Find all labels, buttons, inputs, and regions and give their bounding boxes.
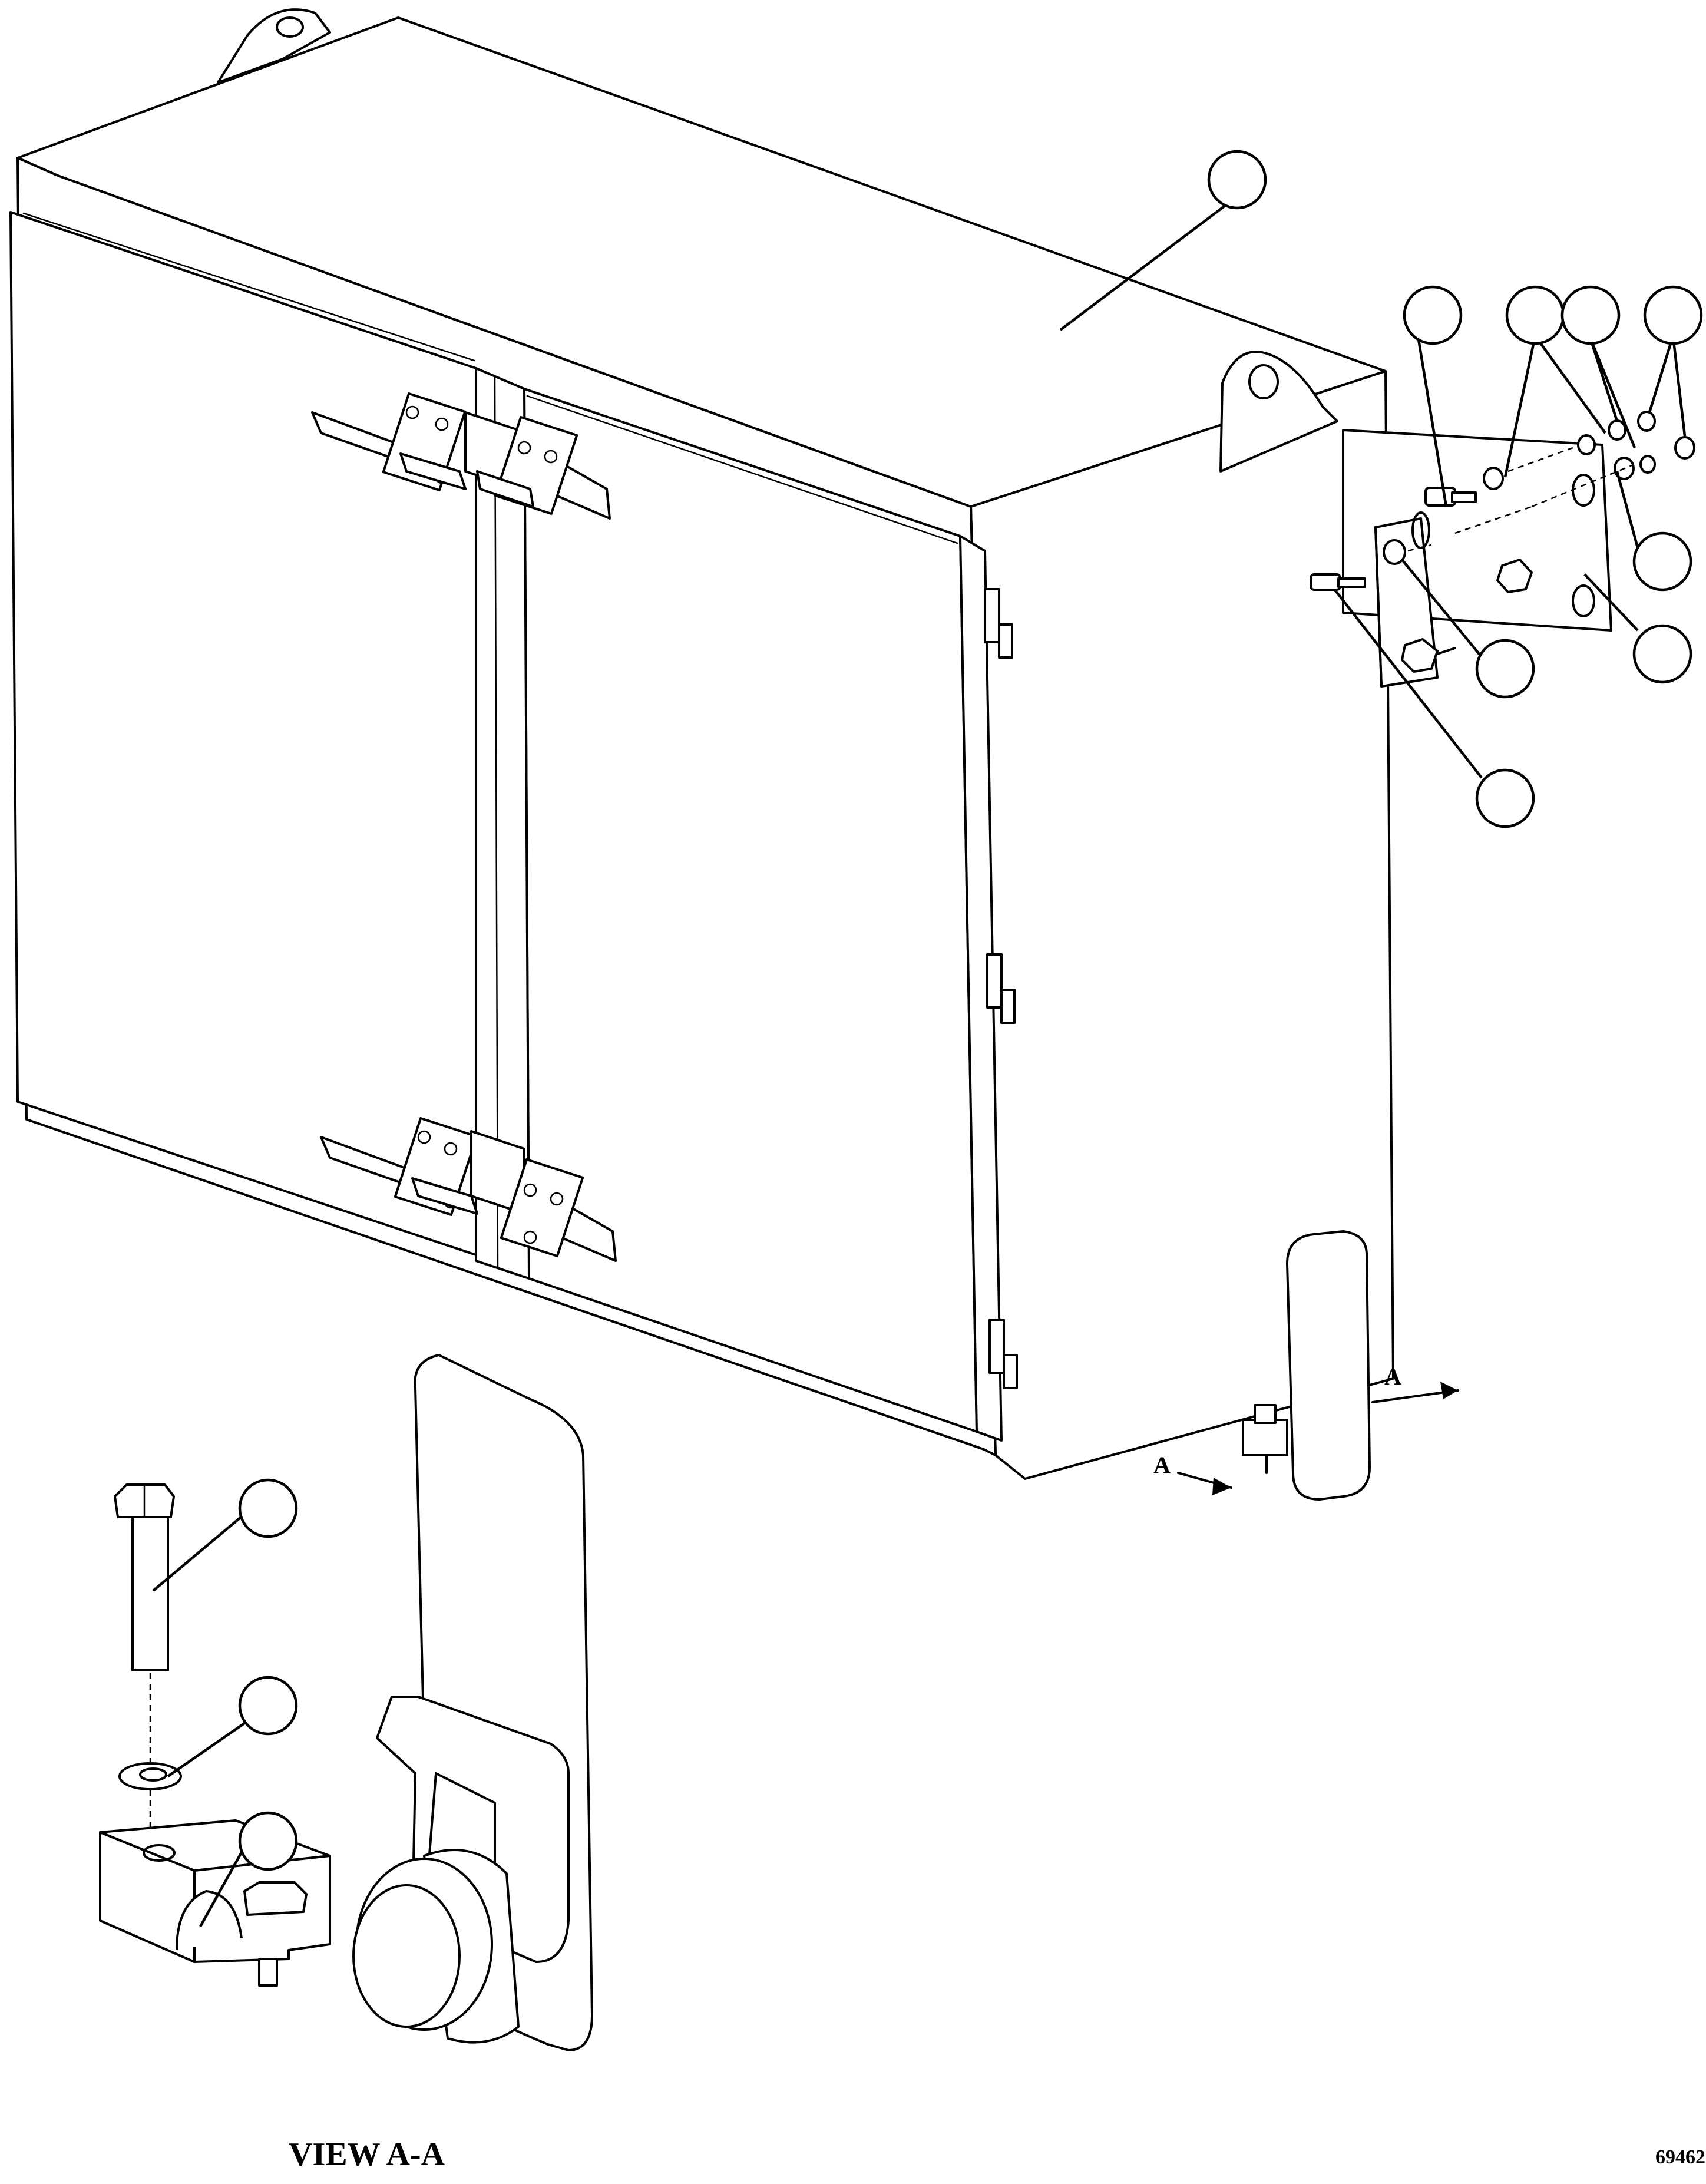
callout-bubble xyxy=(1643,285,1703,345)
detail-washer xyxy=(118,1762,182,1790)
detail-bolt xyxy=(114,1483,175,1671)
callout-bubble xyxy=(1560,285,1621,345)
callout-leaders xyxy=(152,202,1687,1928)
figure-number: 69462 xyxy=(1655,2146,1705,2168)
electrical-cabinet xyxy=(9,8,1695,1501)
right-door-flange xyxy=(959,535,1003,1442)
center-mullion xyxy=(475,367,530,1280)
callout-bubbles xyxy=(238,150,1703,1871)
view-caption: VIEW A-A xyxy=(289,2136,445,2173)
callout-bubble xyxy=(1505,285,1565,345)
right-door xyxy=(523,388,978,1433)
callout-bubble xyxy=(238,1478,298,1538)
callout-bubble xyxy=(1475,768,1535,828)
detail-clamp-block xyxy=(99,1819,331,1987)
upper-door-latches xyxy=(311,392,611,520)
callout-bubble xyxy=(1403,285,1463,345)
section-label-right: A xyxy=(1384,1363,1401,1390)
callout-bubble xyxy=(1632,624,1692,684)
callout-bubble xyxy=(238,1811,298,1871)
callout-bubble xyxy=(238,1676,298,1736)
lower-door-latches xyxy=(320,1116,617,1262)
left-door xyxy=(9,211,477,1256)
interlock-paddle xyxy=(1242,1230,1371,1501)
detail-knob xyxy=(352,1849,520,2044)
mounting-hardware xyxy=(1310,411,1695,591)
section-arrows: A A xyxy=(1153,1363,1459,1495)
callout-bubble xyxy=(1632,531,1692,592)
door-hinges xyxy=(984,588,1018,1389)
callout-bubble xyxy=(1207,150,1267,210)
section-label-left: A xyxy=(1153,1452,1171,1478)
view-a-a-detail: VIEW A-A xyxy=(99,1354,593,2173)
callout-bubble xyxy=(1475,639,1535,699)
